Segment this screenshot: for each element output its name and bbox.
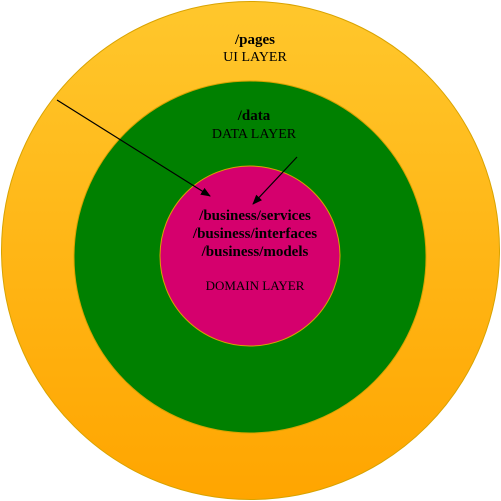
domain-path-models: /business/models xyxy=(201,244,309,260)
domain-layer-circle xyxy=(159,165,341,347)
domain-path-services: /business/services xyxy=(198,208,311,224)
ui-layer-name: UI LAYER xyxy=(223,50,287,65)
domain-layer-name: DOMAIN LAYER xyxy=(206,278,305,293)
domain-path-interfaces: /business/interfaces xyxy=(192,226,317,242)
ui-to-domain-arrow xyxy=(56,99,211,197)
data-layer-path: /data xyxy=(237,108,271,124)
data-layer-name: DATA LAYER xyxy=(212,127,297,142)
ui-layer-path: /pages xyxy=(234,32,275,48)
data-to-domain-arrow xyxy=(252,156,298,205)
